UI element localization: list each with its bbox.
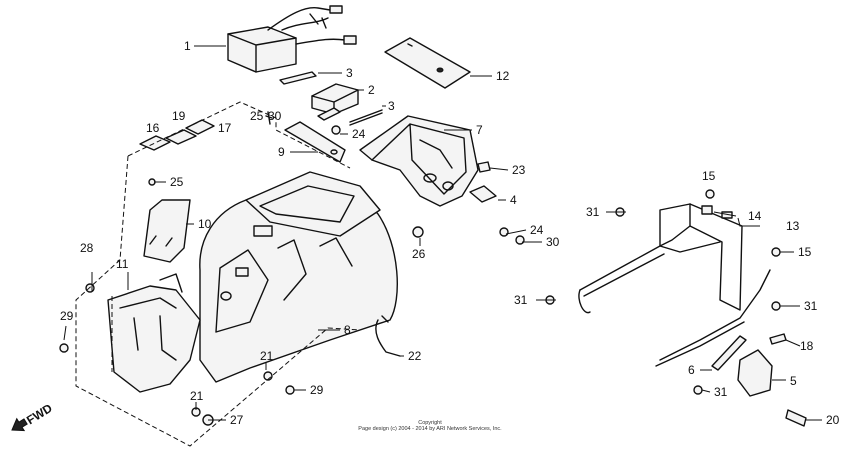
bracket-5-part xyxy=(737,349,773,397)
rod-part xyxy=(349,109,383,126)
strip-part xyxy=(279,71,317,85)
bolt-20-part xyxy=(785,409,807,427)
bolt-31-d xyxy=(693,385,703,395)
callout-11: 11 xyxy=(116,257,129,271)
callout-24-upper: 24 xyxy=(352,127,366,141)
clamp-part xyxy=(317,107,341,121)
callout-15-lower: 15 xyxy=(798,245,812,259)
callout-31-upper: 31 xyxy=(586,205,600,219)
cover-plate-part xyxy=(384,37,471,89)
callout-20: 20 xyxy=(826,413,840,427)
clip-part xyxy=(477,161,491,173)
grab-rail-frame-part xyxy=(578,203,771,367)
pad-part-19 xyxy=(165,129,197,145)
callout-25-upper: 25 xyxy=(250,109,264,123)
harness-clip-part xyxy=(375,315,401,357)
inner-fender-part xyxy=(107,273,201,393)
mount-bracket-part xyxy=(143,199,191,263)
callout-3-lower: 3 xyxy=(388,99,395,113)
callout-10: 10 xyxy=(198,217,212,231)
callout-1: 1 xyxy=(184,39,191,53)
callout-5: 5 xyxy=(790,374,797,388)
callout-19: 19 xyxy=(172,109,186,123)
leader-lines xyxy=(63,45,822,421)
callout-4: 4 xyxy=(510,193,517,207)
callout-23: 23 xyxy=(512,163,526,177)
callout-22: 22 xyxy=(408,349,422,363)
callout-29-bottom: 29 xyxy=(310,383,324,397)
assembly-outline xyxy=(75,101,361,447)
callout-2: 2 xyxy=(368,83,375,97)
tail-housing-part xyxy=(359,115,479,207)
callout-6: 6 xyxy=(688,363,695,377)
callout-16: 16 xyxy=(146,121,160,135)
nut-15-b xyxy=(771,247,781,257)
callout-25-lower: 25 xyxy=(170,175,184,189)
callout-labels: 1 2 3 3 4 5 6 7 8 9 10 11 12 13 14 15 15… xyxy=(60,39,840,427)
washer-part xyxy=(331,125,341,135)
callout-31-right: 31 xyxy=(804,299,818,313)
callout-8: 8 xyxy=(344,323,351,337)
callout-29-left: 29 xyxy=(60,309,74,323)
rear-fender-part xyxy=(199,171,398,383)
copyright-notice: Copyright Page design (c) 2004 - 2014 by… xyxy=(300,420,560,432)
reflector-part xyxy=(469,185,497,203)
callout-9: 9 xyxy=(278,145,285,159)
bracket-part xyxy=(284,121,346,163)
callout-26: 26 xyxy=(412,247,426,261)
callout-28: 28 xyxy=(80,241,94,255)
control-unit-part xyxy=(227,5,357,73)
copyright-line-1: Copyright xyxy=(418,420,442,426)
fwd-label: FWD xyxy=(24,401,55,428)
pad-part-17 xyxy=(185,119,215,135)
copyright-line-2: Page design (c) 2004 - 2014 by ARI Netwo… xyxy=(358,426,502,432)
fwd-arrow: FWD xyxy=(11,401,55,432)
callout-27: 27 xyxy=(230,413,244,427)
callout-31-bottom: 31 xyxy=(714,385,728,399)
callout-21-lower: 21 xyxy=(190,389,204,403)
nut-15-a xyxy=(705,189,715,199)
callout-30-upper: 30 xyxy=(268,109,282,123)
callout-31-left: 31 xyxy=(514,293,528,307)
callout-7: 7 xyxy=(476,123,483,137)
callout-30-lower: 30 xyxy=(546,235,560,249)
pin-part xyxy=(769,333,787,345)
callout-12: 12 xyxy=(496,69,510,83)
callout-24-lower: 24 xyxy=(530,223,544,237)
callout-17: 17 xyxy=(218,121,232,135)
callout-13: 13 xyxy=(786,219,800,233)
callout-3-upper: 3 xyxy=(346,66,353,80)
pad-part-16 xyxy=(139,135,171,151)
callout-14: 14 xyxy=(748,209,762,223)
callout-15-upper: 15 xyxy=(702,169,716,183)
callout-18: 18 xyxy=(800,339,814,353)
callout-21-upper: 21 xyxy=(260,349,274,363)
link-part xyxy=(711,335,747,371)
bolt-31-c xyxy=(771,301,781,311)
